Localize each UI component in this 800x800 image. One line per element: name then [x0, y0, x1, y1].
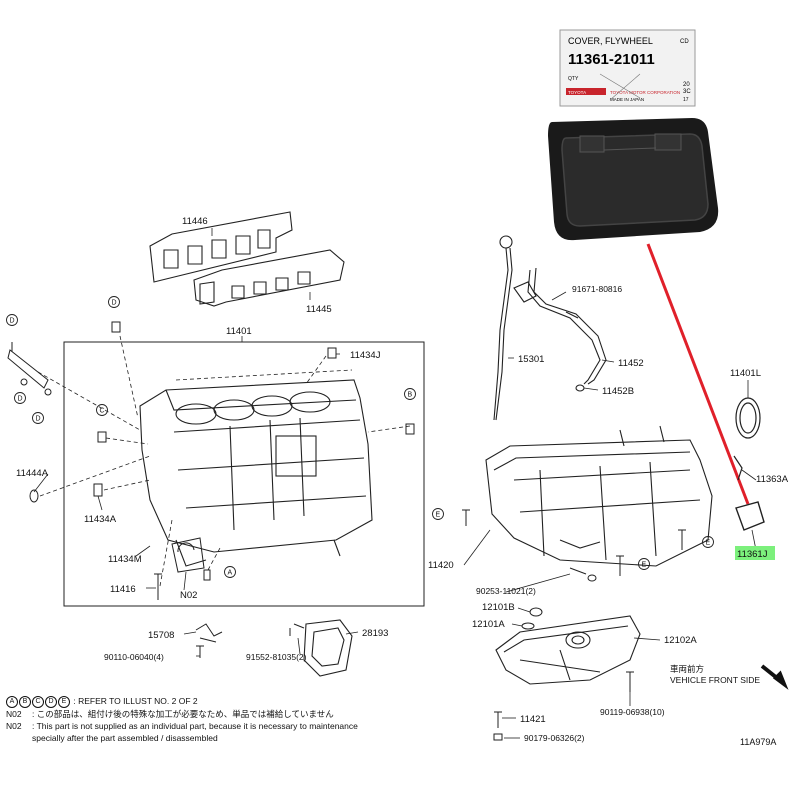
part-label-11434a: 11434A	[84, 514, 117, 525]
dashed-leaders	[37, 335, 411, 587]
ref-c: C	[100, 408, 105, 415]
part-label-11401l: 11401L	[730, 368, 761, 379]
part-label-12102a: 12102A	[664, 635, 697, 646]
bearing-cap	[171, 537, 205, 573]
reference-markers: D D D D C B A E E E	[6, 296, 714, 578]
drain-cock-assembly	[7, 342, 52, 396]
dipstick-guide-11452	[513, 267, 607, 392]
label-maker: TOYOTA MOTOR CORPORATION	[610, 90, 680, 95]
ref-e-2: E	[706, 540, 711, 547]
ref-a: A	[228, 570, 233, 577]
vehicle-front-en: VEHICLE FRONT SIDE	[670, 675, 761, 685]
part-label-15708: 15708	[148, 630, 174, 641]
part-label-11434j: 11434J	[350, 350, 381, 361]
part-label-11421: 11421	[520, 714, 546, 725]
part-label-28193: 28193	[362, 628, 388, 639]
block-frame	[63, 341, 425, 607]
part-label-11434m: 11434M	[108, 554, 142, 565]
n02-en-text-2: specially after the part assembled / dis…	[32, 732, 218, 743]
label-leaders	[33, 228, 757, 739]
product-label: COVER, FLYWHEEL CD 11361-21011 QTY 20 3C…	[559, 29, 696, 107]
ref-d-3: D	[18, 396, 23, 403]
part-label-11444a: 11444A	[16, 468, 49, 479]
label-brand: TOYOTA	[568, 90, 586, 95]
ref-e-1: E	[436, 512, 441, 519]
label-lot-3: 17	[683, 97, 689, 103]
front-arrow-icon	[760, 664, 789, 690]
part-label-12101b: 12101B	[482, 602, 515, 613]
ref-b: B	[408, 392, 413, 399]
gasket-11446	[149, 211, 293, 283]
refer-letter-e: E	[58, 695, 70, 708]
flywheel-cover-11361j	[735, 501, 765, 531]
bracket-15708	[195, 623, 223, 643]
dipstick-15301	[493, 235, 513, 421]
gasket-11445	[193, 249, 345, 307]
part-label-90119: 90119-06938(10)	[600, 707, 665, 717]
ref-d-2: D	[10, 318, 15, 325]
part-label-11361j: 11361J	[737, 549, 768, 560]
label-origin: MADE IN JAPAN	[610, 97, 644, 102]
n02-note-jp: N02 : この部品は、組付け後の特殊な加工が必要なため、単品では補給していません	[6, 708, 566, 720]
part-label-11401: 11401	[226, 326, 252, 337]
ref-d-4: D	[36, 416, 41, 423]
refer-letter-d: D	[45, 695, 57, 708]
oil-pan-upper	[485, 425, 713, 567]
n02-jp-text: : この部品は、組付け後の特殊な加工が必要なため、単品では補給していません	[32, 708, 334, 719]
label-part-number: 11361-21011	[568, 51, 655, 68]
clip-11363a	[733, 455, 743, 481]
ref-d-1: D	[112, 300, 117, 307]
ref-e-3: E	[642, 562, 647, 569]
part-label-90110: 90110-06040(4)	[104, 652, 164, 662]
flywheel-cover-photo	[548, 118, 719, 241]
refer-letter-c: C	[32, 695, 44, 708]
oil-pan-lower	[495, 615, 641, 685]
figure-id: 11A979A	[740, 737, 777, 747]
block-fasteners	[29, 321, 415, 600]
part-labels: 11446 11445 11401 11434J 11444A 11434A 1…	[16, 216, 789, 743]
gasket-28193	[303, 619, 353, 677]
part-label-15301: 15301	[518, 354, 544, 365]
label-part-name: COVER, FLYWHEEL	[568, 36, 653, 46]
part-label-91671: 91671-80816	[572, 284, 622, 294]
part-label-90179: 90179-06326(2)	[524, 733, 585, 743]
vehicle-front-note: 車両前方 VEHICLE FRONT SIDE	[670, 664, 760, 686]
cylinder-block	[139, 379, 373, 567]
label-code: CD	[680, 39, 689, 45]
part-label-11363a: 11363A	[756, 474, 789, 485]
part-label-91552: 91552-81035(2)	[246, 652, 307, 662]
pointer-line	[646, 243, 750, 505]
refer-text: : REFER TO ILLUST NO. 2 OF 2	[73, 696, 198, 706]
label-lot-2: 3C	[683, 89, 691, 95]
part-label-11445: 11445	[306, 304, 332, 315]
highlight-11361j	[735, 546, 775, 560]
n02-label-2: N02	[6, 720, 22, 731]
part-label-11452: 11452	[618, 358, 644, 369]
n02-label-1: N02	[6, 708, 22, 719]
label-qty: QTY	[568, 76, 579, 82]
n02-note-en: N02 : This part is not supplied as an ind…	[6, 720, 566, 732]
part-label-n02: N02	[180, 590, 197, 601]
n02-en-text-1: : This part is not supplied as an indivi…	[32, 720, 358, 731]
refer-letter-a: A	[6, 695, 18, 708]
vehicle-front-jp: 車両前方	[670, 664, 705, 674]
pan-bolts	[462, 509, 686, 582]
part-label-11416: 11416	[110, 584, 136, 595]
oil-seal-11401l	[735, 397, 761, 439]
part-label-90253: 90253-11021(2)	[476, 586, 536, 596]
part-label-11420: 11420	[428, 560, 454, 571]
part-label-11446: 11446	[182, 216, 208, 227]
part-label-12101a: 12101A	[472, 619, 505, 630]
part-label-11452b: 11452B	[602, 386, 634, 397]
label-lot-1: 20	[683, 82, 690, 88]
refer-letter-b: B	[19, 695, 31, 708]
bolt-91552	[289, 623, 305, 636]
